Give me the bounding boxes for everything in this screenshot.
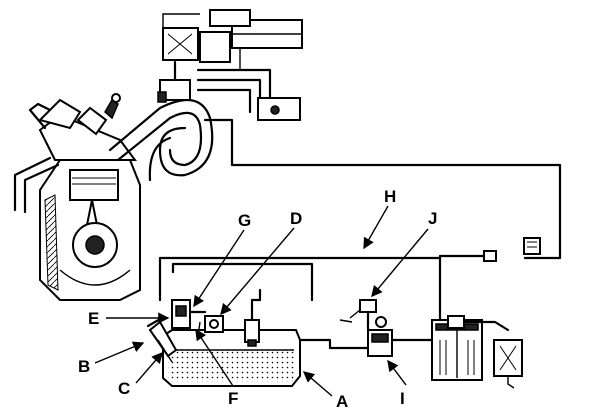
fuel-tank bbox=[162, 329, 301, 387]
callout-label-j: J bbox=[428, 209, 437, 228]
callout-label-f: F bbox=[228, 389, 238, 408]
callout-label-e: E bbox=[88, 309, 99, 328]
callout-label-g: G bbox=[238, 211, 251, 230]
intake-manifold bbox=[108, 60, 214, 182]
purge-line bbox=[158, 118, 562, 322]
callout-label-i: I bbox=[400, 389, 405, 408]
callout-label-d: D bbox=[290, 209, 302, 228]
engine-cylinder bbox=[13, 93, 141, 301]
fuel-tank-valves bbox=[171, 288, 262, 347]
callout-label-a: A bbox=[336, 392, 348, 411]
bypass-solenoid-valve bbox=[298, 299, 434, 357]
callout-label-b: B bbox=[78, 357, 90, 376]
evap-canister bbox=[431, 315, 523, 389]
leader-lines bbox=[94, 205, 429, 397]
filler-neck bbox=[146, 316, 178, 363]
callout-label-c: C bbox=[118, 379, 130, 398]
air-cleaner-assembly bbox=[162, 9, 303, 121]
callout-label-h: H bbox=[384, 187, 396, 206]
